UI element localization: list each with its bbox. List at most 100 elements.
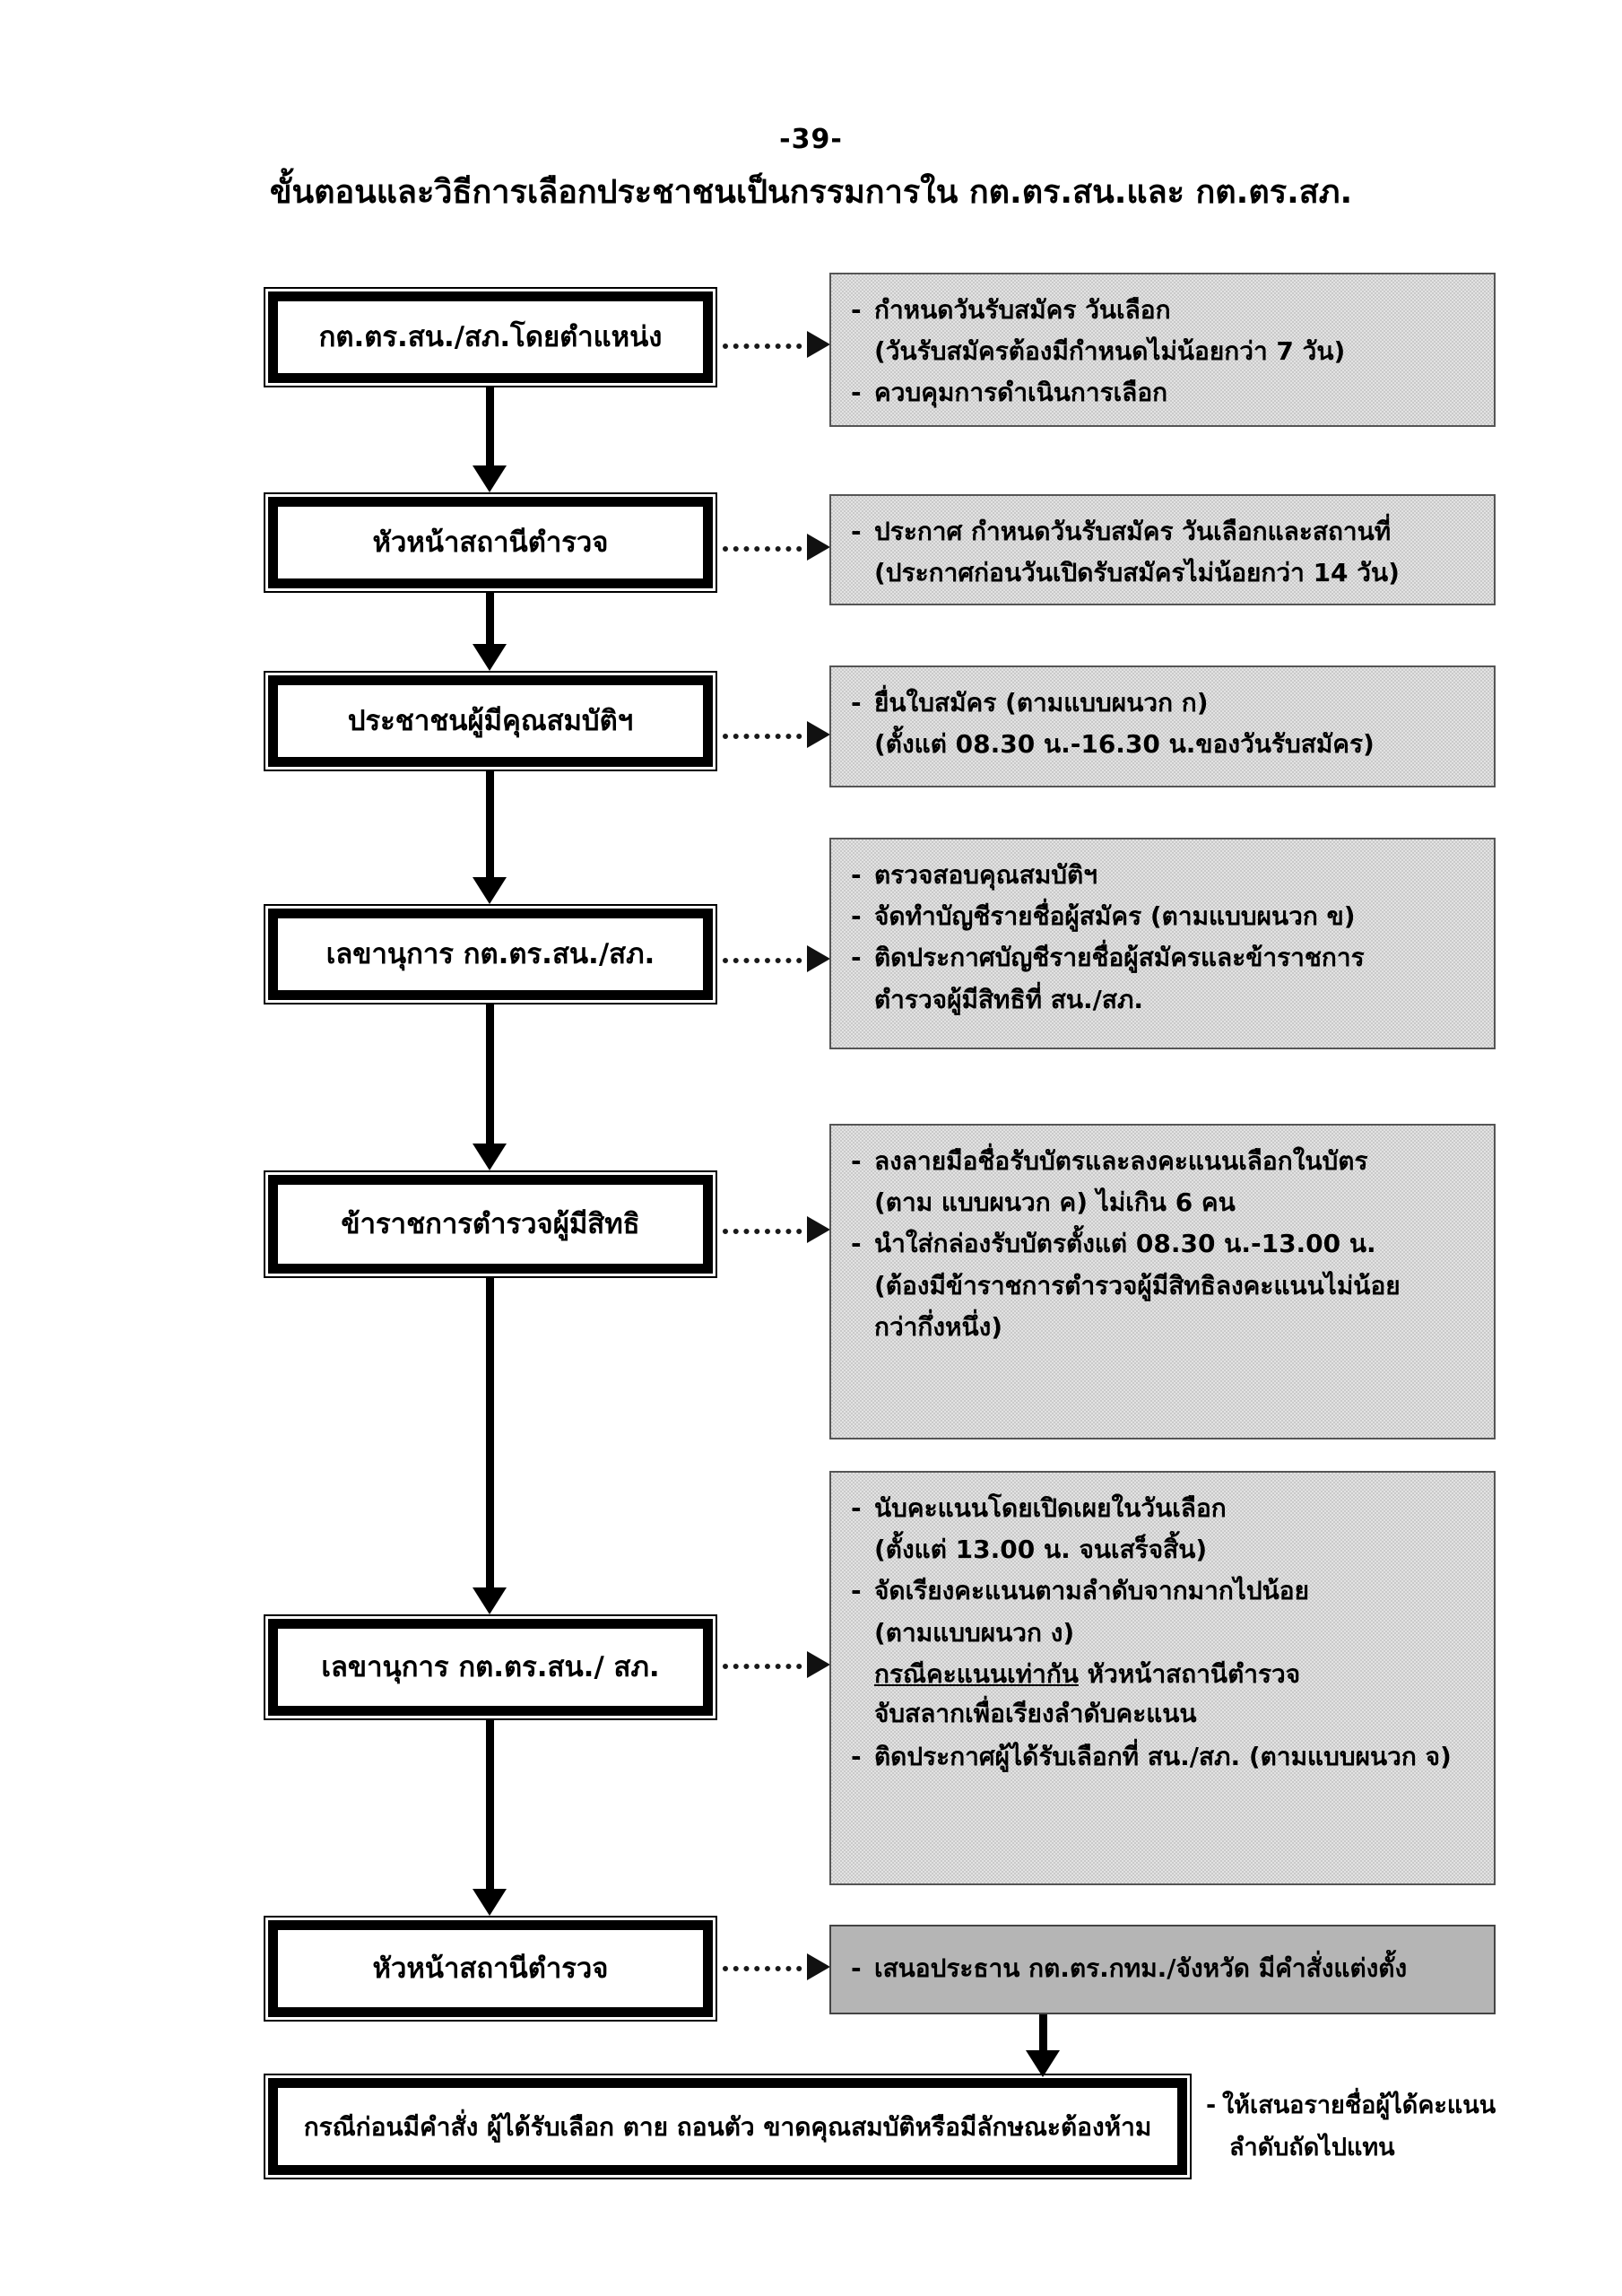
connector-6-7: [486, 1720, 494, 1889]
list-item: -ติดประกาศผู้ได้รับเลือกที่ สน./สภ. (ตาม…: [851, 1737, 1479, 1777]
detail-panel-7: -เสนอประธาน กต.ตร.กทม./จังหวัด มีคำสั่งแ…: [829, 1925, 1496, 2014]
flow-node-4-frame: เลขานุการ กต.ตร.สน./สภ.: [268, 909, 713, 1000]
bullet: [851, 725, 874, 764]
bullet: -: [851, 517, 862, 546]
list-item: (วันรับสมัครต้องมีกำหนดไม่น้อยกว่า 7 วัน…: [851, 332, 1479, 371]
item-text: (ตั้งแต่ 08.30 น.-16.30 น.ของวันรับสมัคร…: [874, 729, 1375, 760]
dotted-connector-1-arrowhead: [807, 331, 830, 358]
item-text: นับคะแนนโดยเปิดเผยในวันเลือก: [874, 1493, 1227, 1523]
bullet: [851, 553, 874, 593]
side-note: -ให้เสนอรายชื่อผู้ได้คะแนน ลำดับถัดไปแทน: [1206, 2084, 1600, 2170]
detail-panel-1: -กำหนดวันรับสมัคร วันเลือก (วันรับสมัครต…: [829, 273, 1496, 427]
flow-node-3-label: ประชาชนผู้มีคุณสมบัติฯ: [347, 704, 634, 737]
flow-node-1-label: กต.ตร.สน./สภ.โดยตำแหน่ง: [318, 320, 663, 353]
side-note-text-1: ให้เสนอรายชื่อผู้ได้คะแนน: [1222, 2092, 1496, 2119]
bullet: -: [851, 1952, 862, 1983]
side-note-line-2: ลำดับถัดไปแทน: [1206, 2126, 1600, 2169]
list-item: -จัดทำบัญชีรายชื่อผู้สมัคร (ตามแบบผนวก ข…: [851, 897, 1479, 936]
flow-node-5[interactable]: ข้าราชการตำรวจผู้มีสิทธิ: [264, 1170, 717, 1278]
flow-node-7-label: หัวหน้าสถานีตำรวจ: [372, 1952, 609, 1985]
flow-node-2[interactable]: หัวหน้าสถานีตำรวจ: [264, 492, 717, 593]
dotted-connector-5: [723, 1229, 812, 1234]
item-text: ตรวจสอบคุณสมบัติฯ: [874, 860, 1097, 890]
connector-2-3: [486, 593, 494, 644]
dotted-connector-3-arrowhead: [807, 721, 830, 748]
flow-node-4[interactable]: เลขานุการ กต.ตร.สน./สภ.: [264, 904, 717, 1004]
detail-panel-5: -ลงลายมือชื่อรับบัตรและลงคะแนนเลือกในบัต…: [829, 1124, 1496, 1439]
dotted-connector-2-arrowhead: [807, 534, 830, 561]
dotted-connector-7: [723, 1966, 812, 1971]
bullet: -: [851, 1146, 862, 1176]
item-text: จัดทำบัญชีรายชื่อผู้สมัคร (ตามแบบผนวก ข): [874, 901, 1356, 932]
dotted-connector-6: [723, 1664, 812, 1669]
item-text: ควบคุมการดำเนินการเลือก: [874, 378, 1168, 408]
bullet: -: [851, 1742, 862, 1772]
connector-4-5-arrowhead: [473, 1144, 507, 1170]
detail-panel-2-list: -ประกาศ กำหนดวันรับสมัคร วันเลือกและสถาน…: [851, 512, 1479, 593]
detail-panel-3: -ยื่นใบสมัคร (ตามแบบผนวก ก) (ตั้งแต่ 08.…: [829, 665, 1496, 787]
flow-node-8-label: กรณีก่อนมีคำสั่ง ผู้ได้รับเลือก ตาย ถอนต…: [303, 2111, 1152, 2142]
item-text: (ประกาศก่อนวันเปิดรับสมัครไม่น้อยกว่า 14…: [874, 558, 1400, 588]
bullet: -: [851, 295, 862, 325]
item-text: ติดประกาศบัญชีรายชื่อผู้สมัครและข้าราชกา…: [874, 943, 1365, 973]
detail-panel-4: -ตรวจสอบคุณสมบัติฯ -จัดทำบัญชีรายชื่อผู้…: [829, 838, 1496, 1049]
item-text: ยื่นใบสมัคร (ตามแบบผนวก ก): [874, 688, 1209, 718]
bullet: -: [851, 860, 862, 890]
detail-panel-7-list: -เสนอประธาน กต.ตร.กทม./จังหวัด มีคำสั่งแ…: [851, 1949, 1479, 1990]
dotted-connector-4-arrowhead: [807, 945, 830, 972]
flow-node-7[interactable]: หัวหน้าสถานีตำรวจ: [264, 1916, 717, 2022]
detail-panel-6-list-tail: -ติดประกาศผู้ได้รับเลือกที่ สน./สภ. (ตาม…: [851, 1737, 1479, 1777]
page-number: -39-: [779, 124, 843, 155]
connector-2-3-arrowhead: [473, 644, 507, 671]
connector-1-2-arrowhead: [473, 465, 507, 492]
bullet: [851, 332, 874, 371]
connector-3-4-arrowhead: [473, 877, 507, 904]
flow-node-1-frame: กต.ตร.สน./สภ.โดยตำแหน่ง: [268, 291, 713, 383]
detail-panel-2: -ประกาศ กำหนดวันรับสมัคร วันเลือกและสถาน…: [829, 494, 1496, 605]
bullet: -: [851, 1576, 862, 1606]
bullet: [851, 1530, 874, 1570]
bullet: [851, 980, 874, 1020]
list-item: -ลงลายมือชื่อรับบัตรและลงคะแนนเลือกในบัต…: [851, 1142, 1479, 1181]
flow-node-8-frame: กรณีก่อนมีคำสั่ง ผู้ได้รับเลือก ตาย ถอนต…: [268, 2078, 1187, 2175]
list-item: -นำใส่กล่องรับบัตรตั้งแต่ 08.30 น.-13.00…: [851, 1224, 1479, 1264]
detail-panel-6-list: -นับคะแนนโดยเปิดเผยในวันเลือก (ตั้งแต่ 1…: [851, 1489, 1479, 1653]
bullet: -: [851, 378, 862, 408]
tie-break-underlined: กรณีคะแนนเท่ากัน: [874, 1658, 1079, 1689]
list-item: -ยื่นใบสมัคร (ตามแบบผนวก ก): [851, 683, 1479, 723]
flow-node-3[interactable]: ประชาชนผู้มีคุณสมบัติฯ: [264, 671, 717, 771]
flow-node-6[interactable]: เลขานุการ กต.ตร.สน./ สภ.: [264, 1614, 717, 1720]
dotted-connector-5-arrowhead: [807, 1216, 830, 1243]
connector-4-5: [486, 1004, 494, 1144]
flow-node-2-frame: หัวหน้าสถานีตำรวจ: [268, 497, 713, 588]
side-note-line-1: -ให้เสนอรายชื่อผู้ได้คะแนน: [1206, 2084, 1600, 2126]
dotted-connector-3: [723, 734, 812, 739]
item-text: กำหนดวันรับสมัคร วันเลือก: [874, 295, 1171, 325]
connector-3-4: [486, 771, 494, 877]
flow-node-8[interactable]: กรณีก่อนมีคำสั่ง ผู้ได้รับเลือก ตาย ถอนต…: [264, 2074, 1192, 2179]
detail-panel-1-list: -กำหนดวันรับสมัคร วันเลือก (วันรับสมัครต…: [851, 291, 1479, 413]
bullet: -: [851, 901, 862, 932]
flow-node-1[interactable]: กต.ตร.สน./สภ.โดยตำแหน่ง: [264, 287, 717, 387]
list-item: (ประกาศก่อนวันเปิดรับสมัครไม่น้อยกว่า 14…: [851, 553, 1479, 593]
flow-node-5-frame: ข้าราชการตำรวจผู้มีสิทธิ: [268, 1175, 713, 1274]
detail-panel-6: -นับคะแนนโดยเปิดเผยในวันเลือก (ตั้งแต่ 1…: [829, 1471, 1496, 1885]
item-text: (ต้องมีข้าราชการตำรวจผู้มีสิทธิลงคะแนนไม…: [874, 1270, 1401, 1300]
list-item: -ติดประกาศบัญชีรายชื่อผู้สมัครและข้าราชก…: [851, 938, 1479, 978]
bullet: -: [851, 1493, 862, 1523]
flow-node-6-label: เลขานุการ กต.ตร.สน./ สภ.: [321, 1650, 660, 1683]
bullet: -: [851, 1229, 862, 1259]
dotted-connector-2: [723, 546, 812, 552]
flow-node-6-frame: เลขานุการ กต.ตร.สน./ สภ.: [268, 1619, 713, 1716]
detail-panel-4-list: -ตรวจสอบคุณสมบัติฯ -จัดทำบัญชีรายชื่อผู้…: [851, 856, 1479, 1020]
bullet: -: [1206, 2092, 1217, 2119]
item-text: จัดเรียงคะแนนตามลำดับจากมากไปน้อย: [874, 1576, 1310, 1606]
flow-node-7-frame: หัวหน้าสถานีตำรวจ: [268, 1920, 713, 2017]
flow-node-2-label: หัวหน้าสถานีตำรวจ: [372, 526, 609, 559]
bullet: -: [851, 943, 862, 973]
dotted-connector-6-arrowhead: [807, 1651, 830, 1678]
flow-node-4-label: เลขานุการ กต.ตร.สน./สภ.: [325, 937, 655, 970]
item-text: (ตั้งแต่ 13.00 น. จนเสร็จสิ้น): [874, 1535, 1208, 1565]
item-text: ตำรวจผู้มีสิทธิที่ สน./สภ.: [874, 984, 1144, 1014]
list-item: -ควบคุมการดำเนินการเลือก: [851, 373, 1479, 413]
